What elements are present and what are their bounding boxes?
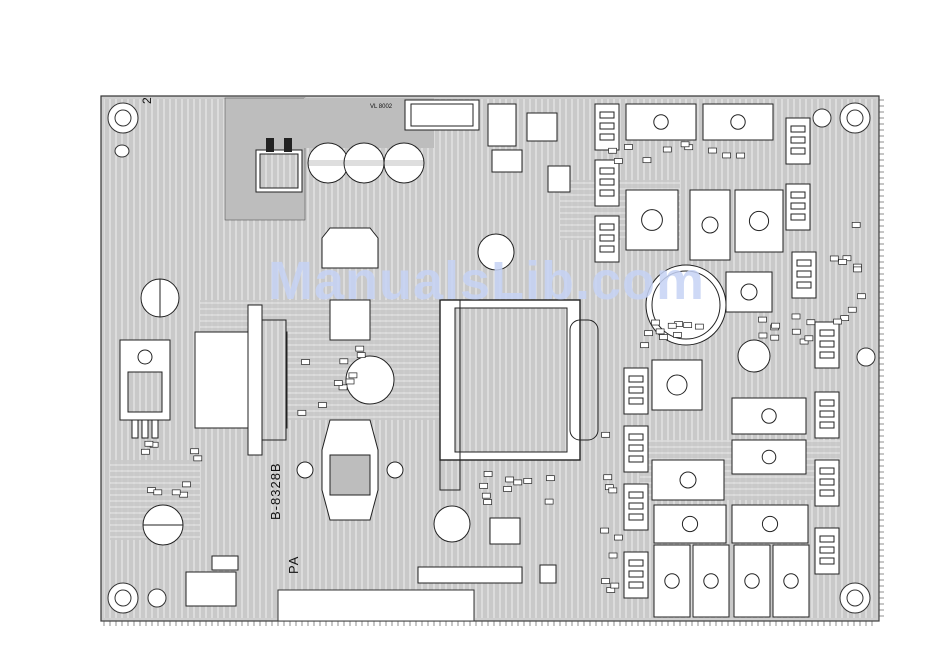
mounting-hole-icon: [108, 583, 138, 613]
capacitor-icon: [344, 143, 384, 183]
capacitor-icon: [738, 340, 770, 372]
mounting-hole-icon: [840, 103, 870, 133]
capacitor-icon: [384, 143, 424, 183]
capacitor-icon: [308, 143, 348, 183]
board-code-label: B-8328B: [268, 462, 283, 520]
mounting-hole-icon: [840, 583, 870, 613]
mounting-hole-icon: [857, 348, 875, 366]
capacitor-icon: [478, 234, 514, 270]
capacitor-icon: [143, 505, 183, 545]
board-variant-label: PA: [286, 556, 301, 574]
capacitor-icon: [434, 506, 470, 542]
corner-mark: 2: [140, 97, 154, 104]
mounting-hole-icon: [148, 589, 166, 607]
capacitor-icon: [141, 279, 179, 317]
mounting-hole-icon: [108, 103, 138, 133]
top-tag: VL 8002: [370, 104, 392, 110]
mounting-hole-icon: [813, 109, 831, 127]
connector-icon: [405, 100, 479, 130]
